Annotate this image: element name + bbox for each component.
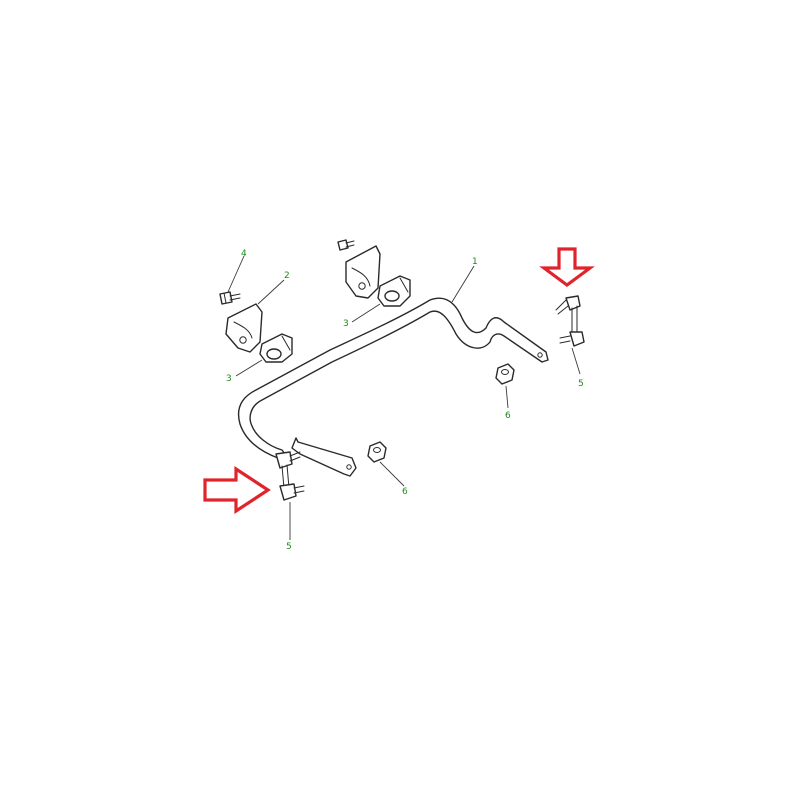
highlight-arrows [203, 247, 595, 514]
callout-6-left: 6 [402, 487, 408, 497]
callout-6-right: 6 [505, 411, 511, 421]
nut-left [367, 441, 387, 463]
mounting-bracket-left [225, 303, 263, 353]
drop-link-right [555, 295, 585, 347]
arrow-down-icon [539, 247, 595, 287]
callout-5-right: 5 [578, 379, 584, 389]
callout-4: 4 [241, 249, 247, 259]
nut-right [495, 363, 515, 385]
bush-right [377, 275, 411, 307]
bolt-center [337, 239, 355, 251]
anti-roll-bar [237, 297, 549, 477]
leader-lines [227, 255, 581, 540]
callout-5-left: 5 [286, 542, 292, 552]
callout-3-left: 3 [226, 374, 232, 384]
mounting-bracket-right [345, 245, 381, 299]
drop-link-left [275, 451, 305, 501]
callout-2: 2 [284, 271, 290, 281]
bolt [219, 291, 241, 305]
callout-labels: 1 2 3 3 4 5 5 6 6 [226, 249, 584, 552]
callout-3-right: 3 [343, 319, 349, 329]
callout-1: 1 [472, 257, 478, 267]
arrow-right-icon [203, 466, 271, 514]
bush-left [259, 333, 293, 363]
